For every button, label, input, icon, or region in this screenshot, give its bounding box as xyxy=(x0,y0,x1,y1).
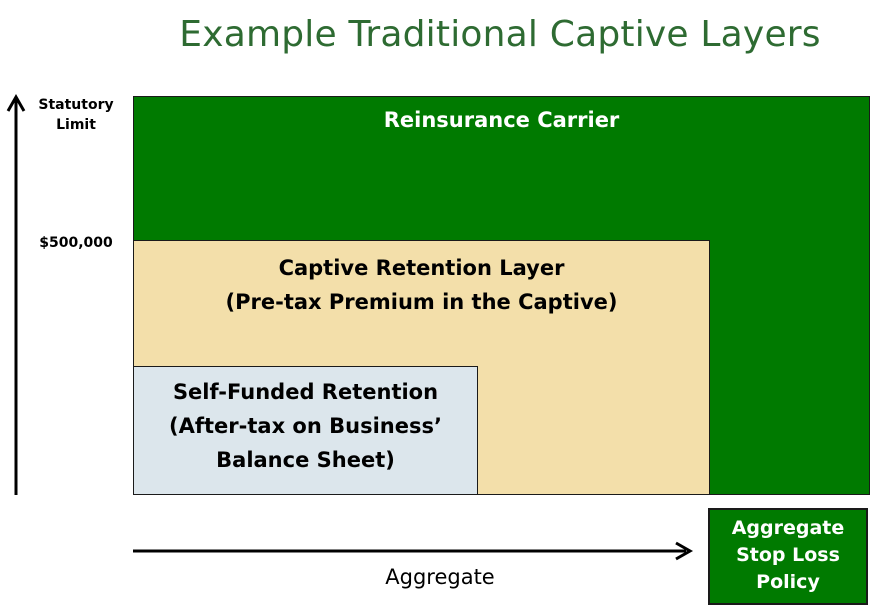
aggregate-stop-loss-label: Aggregate Stop Loss Policy xyxy=(708,515,868,596)
x-axis-arrow xyxy=(133,541,694,561)
self-funded-label-line2: (After-tax on Business’ xyxy=(169,414,442,438)
y-axis-500k-label: $500,000 xyxy=(39,235,113,251)
captive-retention-label-line1: Captive Retention Layer xyxy=(278,256,565,280)
x-axis-label: Aggregate xyxy=(385,565,495,589)
y-axis-top-label-line2: Limit xyxy=(56,117,96,133)
stop-loss-label-line1: Aggregate xyxy=(731,517,845,539)
captive-retention-label: Captive Retention Layer (Pre-tax Premium… xyxy=(133,251,710,319)
stop-loss-label-line3: Policy xyxy=(756,571,820,593)
self-funded-label-line1: Self-Funded Retention xyxy=(172,380,439,404)
self-funded-retention-layer xyxy=(133,366,478,495)
y-axis-top-label: Statutory Limit xyxy=(30,95,122,135)
y-axis-arrow xyxy=(6,93,26,495)
diagram-title: Example Traditional Captive Layers xyxy=(179,14,821,55)
aggregate-stop-loss-box xyxy=(708,508,868,605)
self-funded-retention-label: Self-Funded Retention (After-tax on Busi… xyxy=(133,375,478,477)
y-axis-top-label-line1: Statutory xyxy=(38,97,114,113)
captive-retention-label-line2: (Pre-tax Premium in the Captive) xyxy=(225,290,618,314)
self-funded-label-line3: Balance Sheet) xyxy=(216,448,395,472)
reinsurance-carrier-label: Reinsurance Carrier xyxy=(383,108,620,132)
stop-loss-label-line2: Stop Loss xyxy=(736,544,840,566)
